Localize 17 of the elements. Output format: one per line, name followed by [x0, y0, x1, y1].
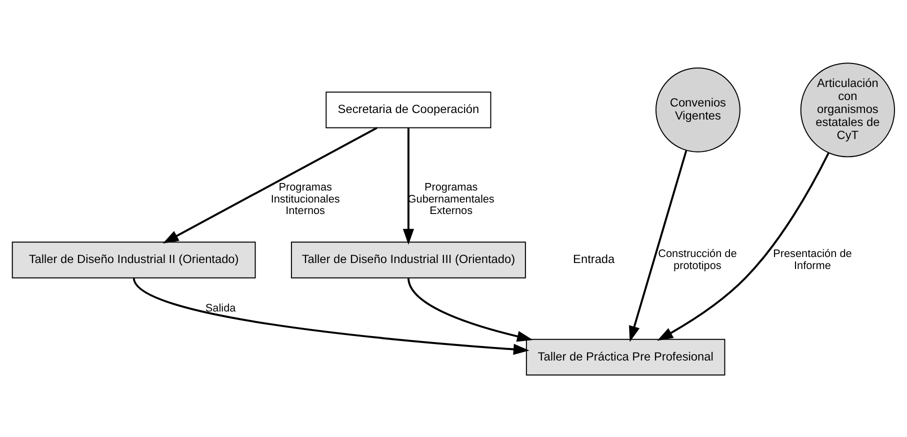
node-box: Taller de Diseño Industrial II (Orientado)	[12, 241, 256, 278]
arrow	[162, 126, 378, 243]
arrow	[402, 127, 414, 244]
edge-label: Construcción de prototipos	[658, 247, 737, 272]
node-circle: Convenios Vigentes	[655, 66, 740, 152]
node-box: Taller de Diseño Industrial III (Orientado)	[290, 241, 526, 278]
node-circle: Articulación con organismos estatales de CyT	[800, 62, 896, 157]
edge-label: Salida	[205, 302, 236, 314]
label: Entrada	[573, 252, 615, 266]
edge-label: Programas Institucionales Internos	[270, 180, 340, 217]
arrow	[628, 150, 688, 342]
edge-label: Presentación de Informe	[773, 247, 852, 272]
arrow	[407, 277, 533, 342]
node-box: Taller de Práctica Pre Profesional	[526, 338, 726, 376]
node-box: Secretaria de Cooperación	[326, 91, 492, 128]
arrow	[132, 276, 530, 354]
arrow	[657, 152, 830, 340]
